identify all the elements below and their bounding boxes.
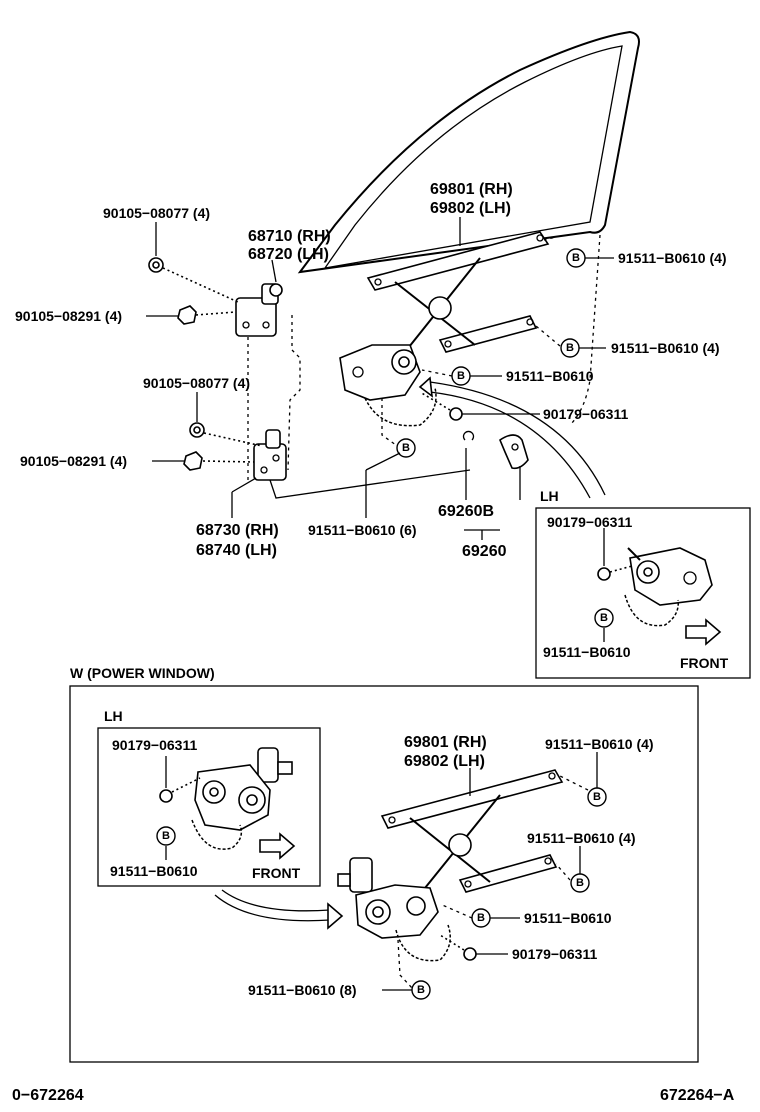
nut-icon <box>439 934 477 961</box>
lh-inset-title: LH <box>540 488 559 504</box>
lower-hinge <box>253 429 287 481</box>
power-window-box <box>69 685 699 1063</box>
svg-text:B: B <box>402 442 410 454</box>
label-hinge-lower-lh: 68740 (LH) <box>196 542 277 559</box>
lh-inset-nut: 90179−06311 <box>547 514 632 530</box>
leader-bolt-3 <box>421 369 453 377</box>
leader-bolt-1 <box>543 235 561 241</box>
label-bolt-reg-3: 91511−B0610 <box>506 368 594 384</box>
label-bolt-mid-2: 90105−08291 (4) <box>20 453 127 469</box>
lh-inset-bolt: 91511−B0610 <box>543 644 631 660</box>
pw-regulator <box>337 769 564 962</box>
pw-inset-regulator <box>159 747 293 850</box>
label-bolt-reg-1: 91511−B0610 (4) <box>618 250 727 266</box>
label-nut-reg: 90179−06311 <box>543 406 628 422</box>
window-glass-outline <box>297 30 640 426</box>
bolt-side-icon <box>177 305 237 325</box>
bolt-b-marker <box>594 608 614 628</box>
bolt-b-marker: B B B B <box>411 787 607 1000</box>
bolt-top-icon <box>148 257 239 303</box>
bolt-mid-side-icon <box>183 451 255 471</box>
svg-text:B: B <box>572 252 580 264</box>
label-hinge-upper-lh: 68720 (LH) <box>248 246 329 263</box>
leader-bolt-2 <box>535 325 561 347</box>
footer-left-code: 0−672264 <box>12 1087 84 1104</box>
leader-lines-pw <box>382 752 598 991</box>
svg-text:B: B <box>576 877 584 889</box>
pw-label-bolt-2: 91511−B0610 (4) <box>527 830 636 846</box>
pw-leader-2 <box>555 863 571 881</box>
power-window-title: W (POWER WINDOW) <box>70 665 215 681</box>
front-arrow-icon <box>685 618 722 646</box>
svg-text:B: B <box>600 612 608 624</box>
pw-inset-box <box>97 727 321 887</box>
leader-lines-upper <box>146 217 614 540</box>
window-handle <box>462 430 529 470</box>
label-handle-part: 69260B <box>438 503 494 520</box>
svg-text:B: B <box>457 370 465 382</box>
svg-text:B: B <box>417 984 425 996</box>
leader-bolt-bottom <box>381 398 401 449</box>
label-hinge-upper-rh: 68710 (RH) <box>248 228 331 245</box>
pw-leader-bottom <box>397 939 413 989</box>
pw-label-regulator-rh: 69801 (RH) <box>404 734 487 751</box>
svg-text:B: B <box>477 912 485 924</box>
label-regulator-rh: 69801 (RH) <box>430 181 513 198</box>
pw-inset-bolt: 91511−B0610 <box>110 863 198 879</box>
svg-text:B: B <box>162 830 170 842</box>
window-regulator-upper <box>339 231 550 427</box>
label-bolt-top-1: 90105−08077 (4) <box>103 205 210 221</box>
svg-text:B: B <box>566 342 574 354</box>
bolt-b-marker <box>156 826 176 846</box>
door-edge-line <box>269 469 471 499</box>
label-bolt-top-2: 90105−08291 (4) <box>15 308 122 324</box>
curved-arrow <box>429 381 606 496</box>
pw-label-regulator-lh: 69802 (LH) <box>404 753 485 770</box>
label-handle-assy: 69260 <box>462 543 507 560</box>
lh-inset-box <box>535 507 751 679</box>
curved-arrow <box>214 894 331 922</box>
svg-text:B: B <box>593 791 601 803</box>
door-frame-outline <box>247 315 301 480</box>
pw-inset-title: LH <box>104 708 123 724</box>
pw-leader-3 <box>439 903 473 919</box>
pw-label-bolt-3: 91511−B0610 <box>524 910 612 926</box>
bolt-mid-icon <box>189 422 263 447</box>
upper-hinge <box>235 283 283 337</box>
bolt-b-marker: B B B B <box>396 248 586 458</box>
front-arrow-icon <box>259 832 296 860</box>
pw-inset-nut: 90179−06311 <box>112 737 197 753</box>
pw-label-nut: 90179−06311 <box>512 946 597 962</box>
pw-label-bolt-bottom: 91511−B0610 (8) <box>248 982 357 998</box>
pw-leader-1 <box>559 775 589 791</box>
label-regulator-lh: 69802 (LH) <box>430 200 511 217</box>
label-bolt-reg-bottom: 91511−B0610 (6) <box>308 522 417 538</box>
lh-inset-regulator <box>597 547 713 627</box>
footer-right-code: 672264−A <box>660 1087 735 1104</box>
lh-inset-front: FRONT <box>680 655 729 671</box>
pw-label-bolt-1: 91511−B0610 (4) <box>545 736 654 752</box>
pw-inset-front: FRONT <box>252 865 301 881</box>
label-hinge-lower-rh: 68730 (RH) <box>196 522 279 539</box>
label-bolt-reg-2: 91511−B0610 (4) <box>611 340 720 356</box>
label-bolt-mid-1: 90105−08077 (4) <box>143 375 250 391</box>
